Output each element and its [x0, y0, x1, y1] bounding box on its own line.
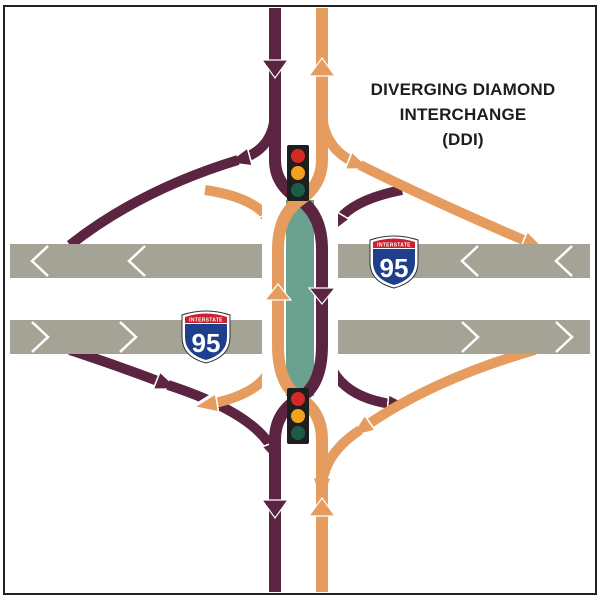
wb-chevron-1	[30, 245, 49, 277]
shield-top-text: INTERSTATE	[377, 243, 411, 249]
traffic-signal-bottom	[287, 388, 309, 444]
ramp-left-on-orange	[204, 185, 272, 225]
shield-number: 95	[192, 328, 221, 358]
signal-yellow-light	[291, 409, 305, 423]
title-line-2: INTERCHANGE	[400, 105, 527, 124]
ramp-left-on-south-tail	[166, 380, 275, 455]
arrow-down-middle	[307, 287, 337, 305]
ramp-right-on-orange	[360, 345, 537, 430]
arrow-up-middle	[263, 283, 293, 301]
eb-chevron-2	[119, 321, 138, 353]
arrow-up-bottom	[307, 496, 337, 517]
title-line-3: (DDI)	[442, 130, 484, 149]
ramp-right-on	[335, 185, 403, 225]
signal-red-light	[291, 392, 305, 406]
arrow-down-bottom	[260, 499, 290, 520]
eb-chevron-4	[555, 321, 574, 353]
interstate-shield-right: INTERSTATE 95	[369, 235, 419, 289]
diagram-title: DIVERGING DIAMOND INTERCHANGE (DDI)	[371, 80, 556, 149]
arrow-up-top	[307, 56, 337, 77]
wb-chevron-4	[554, 245, 573, 277]
arrow-down-top	[260, 59, 290, 80]
signal-green-light	[291, 183, 305, 197]
shield-top-text: INTERSTATE	[189, 318, 223, 324]
title-line-1: DIVERGING DIAMOND	[371, 80, 556, 99]
ramp-right-off	[325, 362, 400, 405]
signal-red-light	[291, 149, 305, 163]
eb-chevron-3	[461, 321, 480, 353]
signal-green-light	[291, 426, 305, 440]
traffic-signal-top	[287, 145, 309, 201]
interstate-shield-left: INTERSTATE 95	[181, 310, 231, 364]
eb-chevron-1	[31, 321, 50, 353]
diagram-border	[3, 5, 597, 595]
ramp-left-off-orange	[205, 363, 277, 405]
signal-yellow-light	[291, 166, 305, 180]
ramp-sb-off-right-tail	[357, 160, 535, 245]
ramp-left-on-south	[68, 345, 168, 385]
ramp-nb-off-left-tail	[66, 155, 240, 249]
wb-chevron-2	[127, 245, 146, 277]
wb-chevron-3	[460, 245, 479, 277]
median	[286, 200, 314, 396]
crossroad	[260, 8, 338, 592]
shield-number: 95	[380, 253, 409, 283]
